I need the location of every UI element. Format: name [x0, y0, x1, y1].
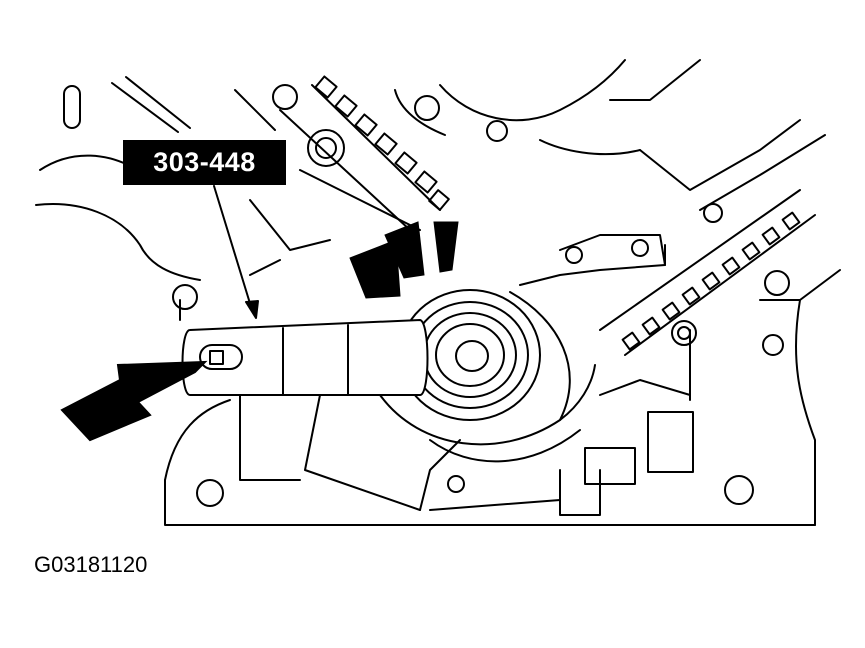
bolt-hole	[197, 480, 223, 506]
timing-chain-right	[600, 190, 815, 355]
tool-slot	[200, 345, 242, 369]
bolt-hole	[415, 96, 439, 120]
bolt-hole	[763, 335, 783, 355]
bolt-hole	[725, 476, 753, 504]
left-pointing-arrow-icon	[60, 360, 208, 442]
bolt-hole	[487, 121, 507, 141]
bolt-holes	[64, 85, 789, 506]
engine-block-outline	[36, 60, 840, 525]
bolt-hole	[632, 240, 648, 256]
bolt-hole	[173, 285, 197, 309]
leader-arrowhead-icon	[245, 300, 259, 319]
rotation-direction-arrows-icon	[349, 221, 459, 299]
bolt-hole	[704, 204, 722, 222]
tool-number-label: 303-448	[123, 140, 286, 185]
label-leader-line	[214, 186, 252, 310]
bolt-hole	[448, 476, 464, 492]
bolt-hole	[566, 247, 582, 263]
locking-tool	[183, 320, 461, 510]
figure-id: G03181120	[34, 552, 148, 577]
lower-right-components	[430, 330, 693, 515]
bolt-hole	[273, 85, 297, 109]
bolt-hole	[765, 271, 789, 295]
oblong-slot	[64, 86, 80, 128]
timing-chain-left	[280, 76, 449, 230]
chain-tensioner-pivot	[308, 130, 344, 166]
